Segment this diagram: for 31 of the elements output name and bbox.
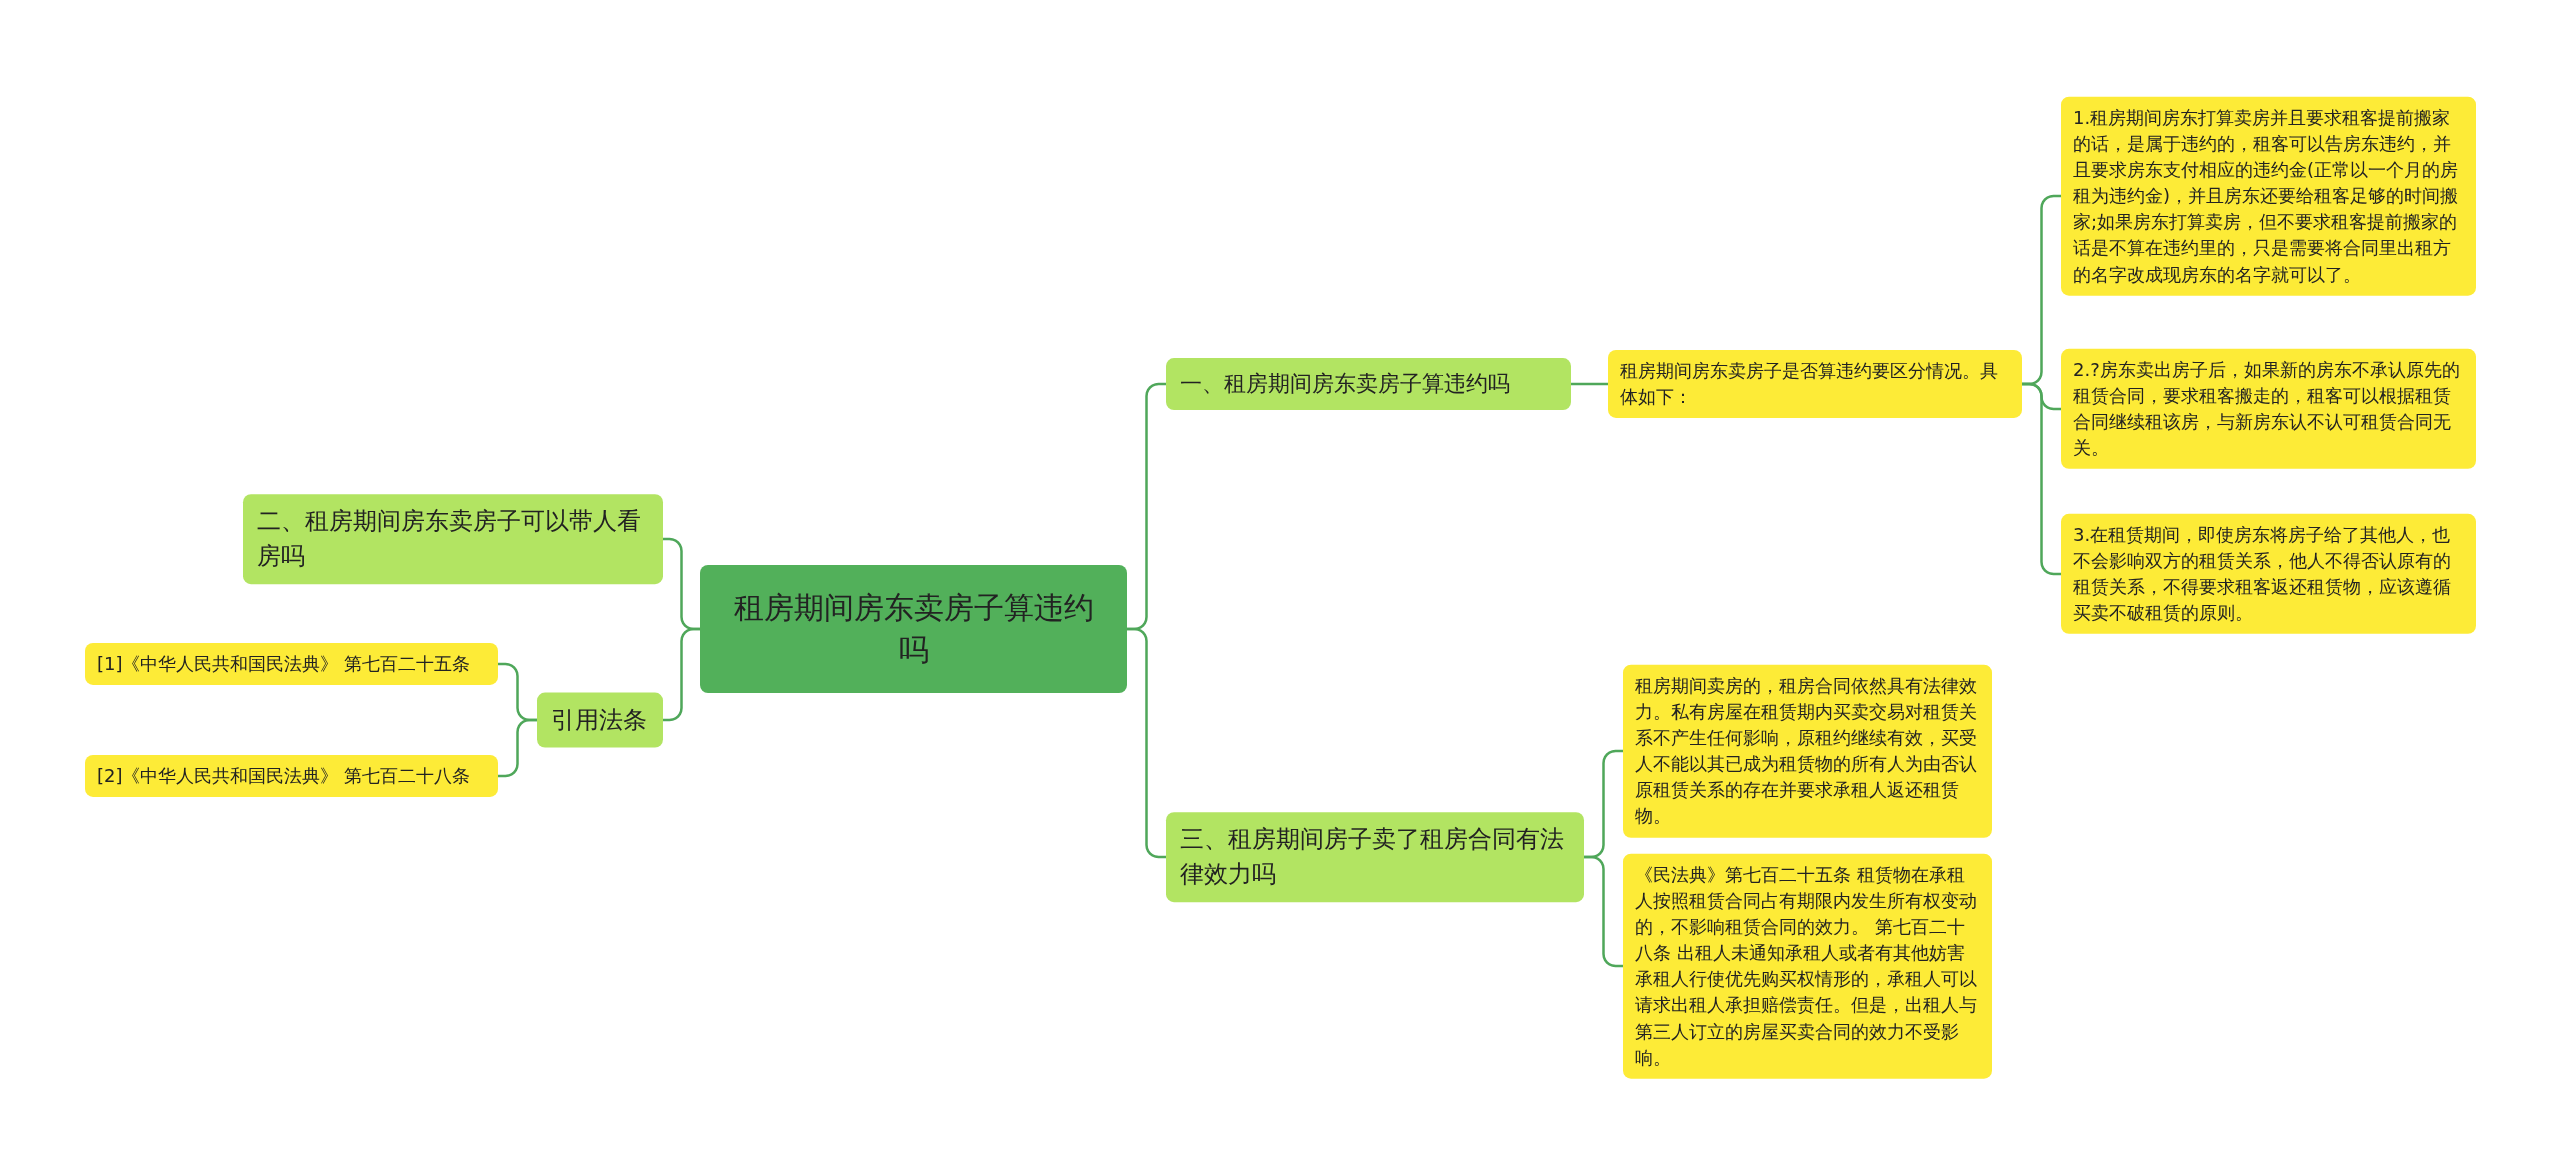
detail-note-box [2061,96,2476,296]
detail-note-box [85,642,498,686]
connector-line [663,627,700,722]
topic-text: 引用法条 [551,704,648,736]
central-topic-box [700,565,1127,693]
topic-text: 三、租房期间房子卖了租房合同有法律效力吗 [1180,824,1565,890]
branch-topic-box [1166,812,1584,902]
detail-note-box [2061,513,2476,635]
note-text: 租房期间房东卖房子是否算违约要区分情况。具体如下： [1620,358,1999,409]
topic-text: 租房期间房东卖房子算违约吗 [732,589,1095,669]
note-text: [2]《中华人民共和国民法典》 第七百二十八条 [97,763,472,788]
connector-line [1127,627,1166,859]
detail-note-box [1608,349,2022,419]
note-text: [1]《中华人民共和国民法典》 第七百二十五条 [97,651,472,676]
note-text: 1.租房期间房东打算卖房并且要求租客提前搬家的话，是属于违约的，租客可以告房东违约，并且要求房东支付相应的违约金(正常以一个月的房租为违约金)，并且房东还要给租客足够的时间搬家;如果房东打算卖房，但不要求租客提前搬家的话是不算在违约里的，只是需要将合同里出租方的名字改成现房东的名字就可以了。 [2073,105,2460,287]
detail-note-box [1623,664,1992,838]
connector-line [1584,855,1623,968]
note-text: 《民法典》第七百二十五条 租赁物在承租人按照租赁合同占有期限内发生所有权变动的，不影响租赁合同的效力。 第七百二十八条 出租人未通知承租人或者有其他妨害承租人行使优先购买权情形的，承租人可以请求出租人承担赔偿责任。但是，出租人与第三人订立的房屋买卖合同的效力不受影响。 [1635,862,1978,1070]
topic-text: 一、租房期间房东卖房子算违约吗 [1180,370,1511,399]
topic-text: 二、租房期间房东卖房子可以带人看房吗 [257,506,642,572]
connector-line [498,718,537,778]
connector-line [1571,382,1608,386]
branch-topic-box [243,494,663,584]
note-text: 2.?房东卖出房子后，如果新的房东不承认原先的租赁合同，要求租客搬走的，租客可以根据租赁合同继续租该房，与新房东认不认可租赁合同无关。 [2073,357,2461,461]
connector-line [2022,382,2061,576]
detail-note-box [2061,348,2476,470]
note-text: 3.在租赁期间，即使房东将房子给了其他人，也不会影响双方的租赁关系，他人不得否认原有的租赁关系，不得要求租客返还租赁物，应该遵循买卖不破租赁的原则。 [2073,522,2452,626]
branch-topic-box [537,692,663,748]
branch-topic-box [1166,358,1571,410]
note-text: 租房期间卖房的，租房合同依然具有法律效力。私有房屋在租赁期内买卖交易对租赁关系不产生任何影响，原租约继续有效，买受人不能以其已成为租赁物的所有人为由否认原租赁关系的存在并要求承租人返还租赁物。 [1635,673,1978,829]
detail-note-box [85,754,498,798]
